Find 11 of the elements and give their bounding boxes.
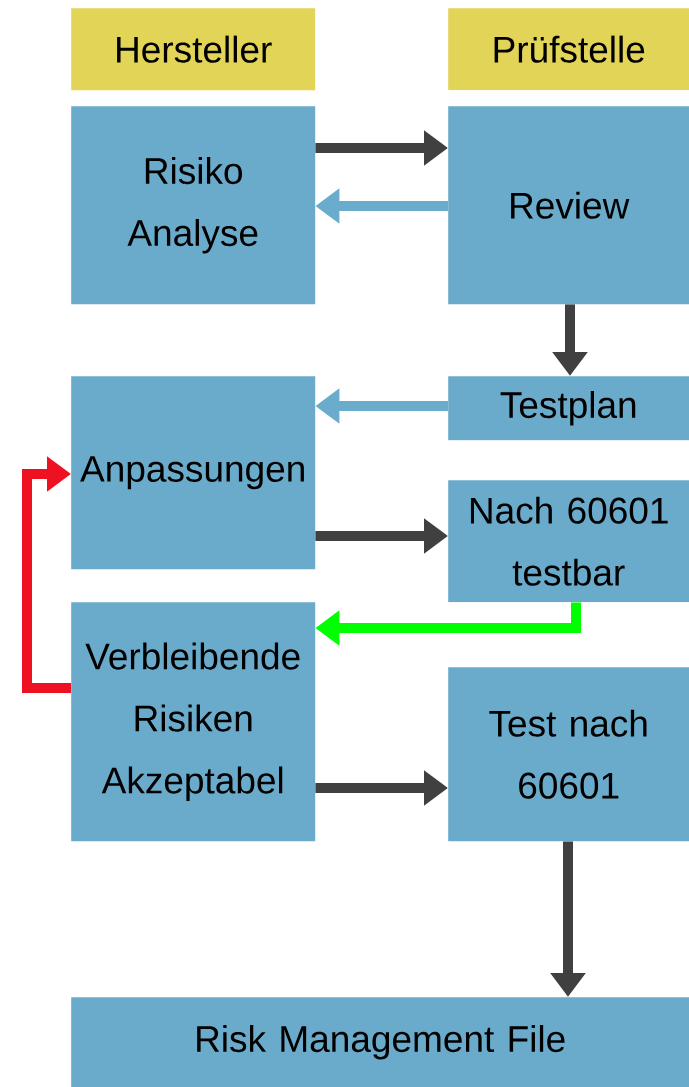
process-box: Nach 60601 testbar — [448, 480, 689, 603]
process-box: Testplan — [448, 376, 689, 441]
process-box: Anpassungen — [71, 376, 316, 570]
arrow — [22, 456, 71, 693]
process-box: Test nach 60601 — [448, 667, 689, 842]
column-header: Hersteller — [71, 8, 316, 91]
process-box: Risiko Analyse — [71, 106, 316, 305]
process-box: Verbleibende Risiken Akzeptabel — [71, 602, 316, 842]
output-bar: Risk Management File — [71, 997, 689, 1087]
column-header: Prüfstelle — [448, 8, 689, 91]
process-box: Review — [448, 106, 689, 305]
